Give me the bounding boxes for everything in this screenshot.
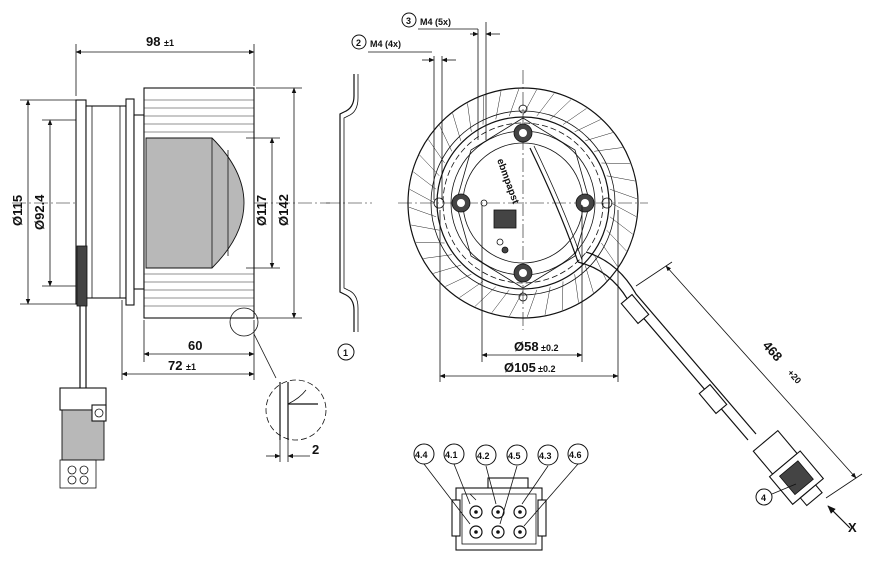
dim-98: 98 xyxy=(146,34,160,49)
impeller-blade xyxy=(584,265,594,293)
impeller-blade xyxy=(508,89,520,117)
impeller-blade xyxy=(609,188,637,200)
impeller-blade xyxy=(522,89,537,116)
impeller-blade xyxy=(423,254,452,259)
callout-4-label: 4 xyxy=(761,493,766,503)
impeller-blade xyxy=(495,91,502,120)
impeller-blade xyxy=(550,99,572,120)
dim-72-tol: ±1 xyxy=(186,362,196,372)
impeller-blade xyxy=(467,103,472,132)
detail-marker xyxy=(229,307,259,337)
impeller-blade xyxy=(409,206,437,218)
callout-3-num: 3 xyxy=(406,16,411,26)
brand-logo: ebmpapst xyxy=(494,157,521,206)
label-plate xyxy=(493,209,517,229)
impeller-blades xyxy=(409,89,637,317)
detail-view: 2 xyxy=(265,379,327,462)
impeller-blade xyxy=(594,147,623,152)
side-view: 98 ±1 Ø115 Ø92.4 Ø117 Ø142 60 72 ±1 xyxy=(10,34,330,489)
motor-flange xyxy=(85,105,127,299)
hole-m4-4x: M4 (4x) xyxy=(370,39,401,49)
dim-60: 60 xyxy=(188,338,202,353)
dim-98-tol: ±1 xyxy=(164,38,174,48)
dim-2: 2 xyxy=(312,442,319,457)
impeller-outer xyxy=(407,87,639,319)
pin-4-2: 4.2 xyxy=(477,451,490,461)
callout-4 xyxy=(755,488,773,506)
dim-117: Ø117 xyxy=(254,195,269,226)
dim-142: Ø142 xyxy=(276,194,291,226)
impeller-blade xyxy=(601,162,631,165)
pin-4-3: 4.3 xyxy=(539,451,552,461)
dim-58-tol: ±0.2 xyxy=(541,343,558,353)
impeller-blade xyxy=(445,273,472,287)
impeller-blade xyxy=(411,224,440,231)
impeller-blade xyxy=(601,242,618,267)
pin-4-4: 4.4 xyxy=(415,450,428,460)
connector-pinout: 4.4 4.1 4.2 4.5 4.3 4.6 xyxy=(413,443,589,551)
impeller-blade xyxy=(606,230,627,252)
impeller-blade xyxy=(419,154,440,176)
impeller-blade xyxy=(606,175,635,182)
impeller-blade xyxy=(585,132,613,142)
impeller-blade xyxy=(439,125,453,152)
pin-4-6: 4.6 xyxy=(569,450,582,460)
view-x-label: X xyxy=(848,520,857,535)
impeller-blade xyxy=(609,216,633,235)
impeller-blade xyxy=(452,113,462,141)
dim-72: 72 xyxy=(168,358,182,373)
impeller-blade xyxy=(474,286,496,307)
impeller-blade xyxy=(509,290,524,317)
callout-1-label: 1 xyxy=(343,348,348,358)
impeller-blade xyxy=(574,119,601,133)
dim-58: Ø58 xyxy=(514,339,539,354)
side-connector xyxy=(59,387,107,489)
motor-hub xyxy=(145,137,245,269)
dim-468-tol: +20 xyxy=(786,368,804,386)
impeller-blade xyxy=(433,264,461,274)
impeller-blade xyxy=(536,93,555,117)
dim-105: Ø105 xyxy=(504,360,536,375)
impeller-blade xyxy=(459,281,484,298)
impeller-blade xyxy=(409,189,436,204)
impeller-blade xyxy=(561,281,564,311)
dim-92-4: Ø92.4 xyxy=(32,194,47,230)
impeller-blade xyxy=(562,108,587,125)
impeller-blade xyxy=(413,171,437,190)
hole-m4-5x: M4 (5x) xyxy=(420,17,451,27)
impeller-blade xyxy=(544,286,551,315)
front-view: ebmpapst 3 M4 (5x) 2 M4 (4x) xyxy=(351,12,863,535)
impeller-blade xyxy=(526,289,538,317)
impeller-blade xyxy=(482,95,485,125)
callout-3 xyxy=(401,12,417,28)
callout-2-num: 2 xyxy=(356,38,361,48)
dim-468: 468 xyxy=(760,338,786,364)
mounting-ring-section: 1 xyxy=(326,74,372,361)
dim-105-tol: ±0.2 xyxy=(538,364,555,374)
impeller-blade xyxy=(610,202,637,217)
impeller-blade xyxy=(593,254,607,281)
pin-4-5: 4.5 xyxy=(508,451,521,461)
impeller-blade xyxy=(491,289,510,313)
callout-2 xyxy=(351,34,367,50)
mounting-holes xyxy=(433,104,613,302)
impeller-blade xyxy=(574,274,579,303)
dim-115: Ø115 xyxy=(10,195,25,226)
pin-4-1: 4.1 xyxy=(445,450,458,460)
callout-1 xyxy=(337,343,355,361)
